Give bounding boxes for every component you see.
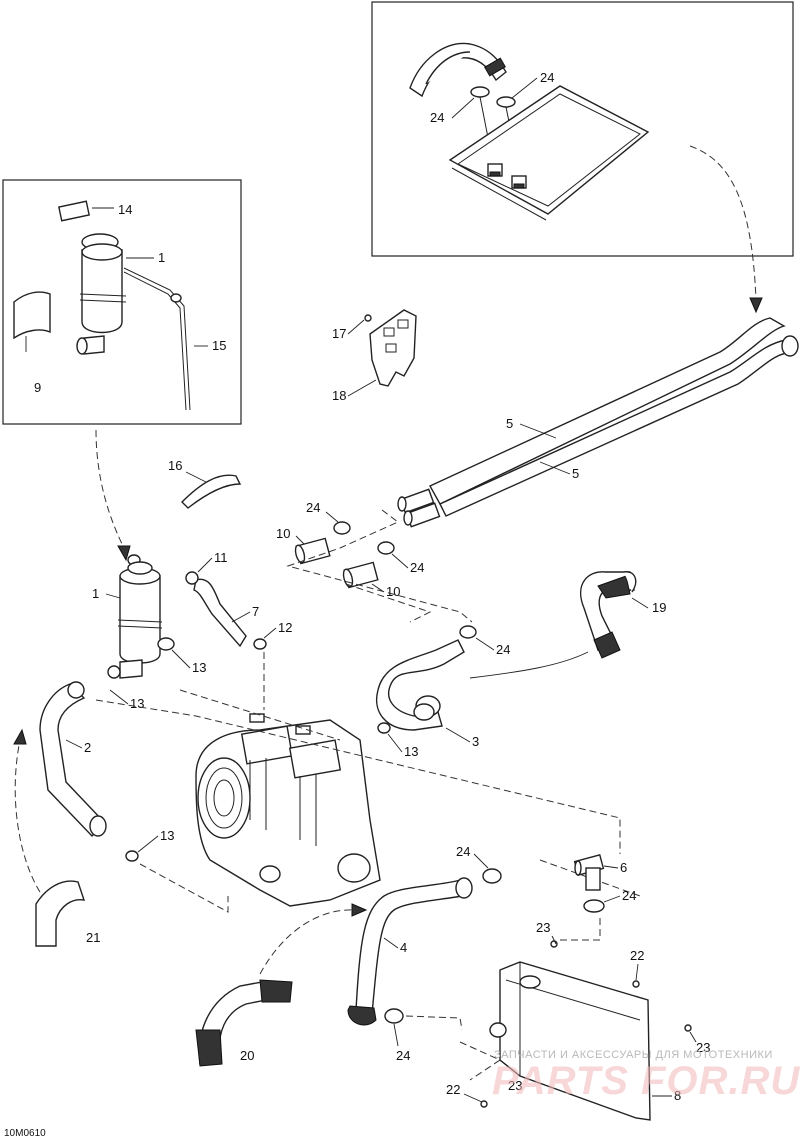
rubber-strap <box>181 474 242 509</box>
callout-13: 13 <box>404 744 418 759</box>
callout-24: 24 <box>396 1048 410 1063</box>
callout-16: 16 <box>168 458 182 473</box>
callout-24: 24 <box>410 560 424 575</box>
callout-4: 4 <box>400 940 407 955</box>
callout-10: 10 <box>276 526 290 541</box>
callout-20: 20 <box>240 1048 254 1063</box>
callout-5: 5 <box>572 466 579 481</box>
callout-24: 24 <box>430 110 444 125</box>
callout-1: 1 <box>158 250 165 265</box>
callout-9: 9 <box>34 380 41 395</box>
callout-23: 23 <box>536 920 550 935</box>
elbow-fitting <box>573 854 605 913</box>
callout-11: 11 <box>214 550 228 565</box>
callout-18: 18 <box>332 388 346 403</box>
callout-24: 24 <box>622 888 636 903</box>
callout-3: 3 <box>472 734 479 749</box>
callout-24: 24 <box>306 500 320 515</box>
callout-2: 2 <box>84 740 91 755</box>
engine <box>195 713 381 907</box>
callout-22: 22 <box>446 1082 460 1097</box>
callout-6: 6 <box>620 860 627 875</box>
watermark-caption: ЗАПЧАСТИ И АКСЕССУАРЫ ДЛЯ МОТОТЕХНИКИ <box>494 1049 773 1061</box>
callout-21: 21 <box>86 930 100 945</box>
callout-19: 19 <box>652 600 666 615</box>
callout-14: 14 <box>118 202 132 217</box>
heat-exchanger-inset <box>371 1 794 257</box>
callout-24: 24 <box>540 70 554 85</box>
callout-1: 1 <box>92 586 99 601</box>
callout-13: 13 <box>130 696 144 711</box>
callout-13: 13 <box>192 660 206 675</box>
callout-5: 5 <box>506 416 513 431</box>
coolant-tank <box>107 554 175 679</box>
hose-4 <box>347 877 473 1026</box>
mounting-bracket <box>364 309 417 387</box>
coolant-hoses-long <box>397 317 799 528</box>
coolant-tank-inset <box>2 179 242 425</box>
hose-2 <box>39 681 107 838</box>
hose-21 <box>35 880 86 947</box>
callout-12: 12 <box>278 620 292 635</box>
callout-22: 22 <box>630 948 644 963</box>
callout-24: 24 <box>496 642 510 657</box>
callout-17: 17 <box>332 326 346 341</box>
heat-exchanger <box>480 940 692 1121</box>
callout-8: 8 <box>674 1088 681 1103</box>
callout-10: 10 <box>386 584 400 599</box>
connector-sleeves <box>294 521 477 639</box>
hose-3 <box>376 639 465 731</box>
callout-7: 7 <box>252 604 259 619</box>
callout-15: 15 <box>212 338 226 353</box>
callout-23: 23 <box>696 1040 710 1055</box>
diagram-code: 10M0610 <box>4 1128 46 1139</box>
hose-19 <box>579 571 637 659</box>
watermark-logo: PARTS FOR.RU <box>492 1059 800 1103</box>
callout-13: 13 <box>160 828 174 843</box>
callout-23: 23 <box>508 1078 522 1093</box>
callout-24: 24 <box>456 844 470 859</box>
hose-7 <box>185 571 267 650</box>
hose-20 <box>195 979 293 1067</box>
